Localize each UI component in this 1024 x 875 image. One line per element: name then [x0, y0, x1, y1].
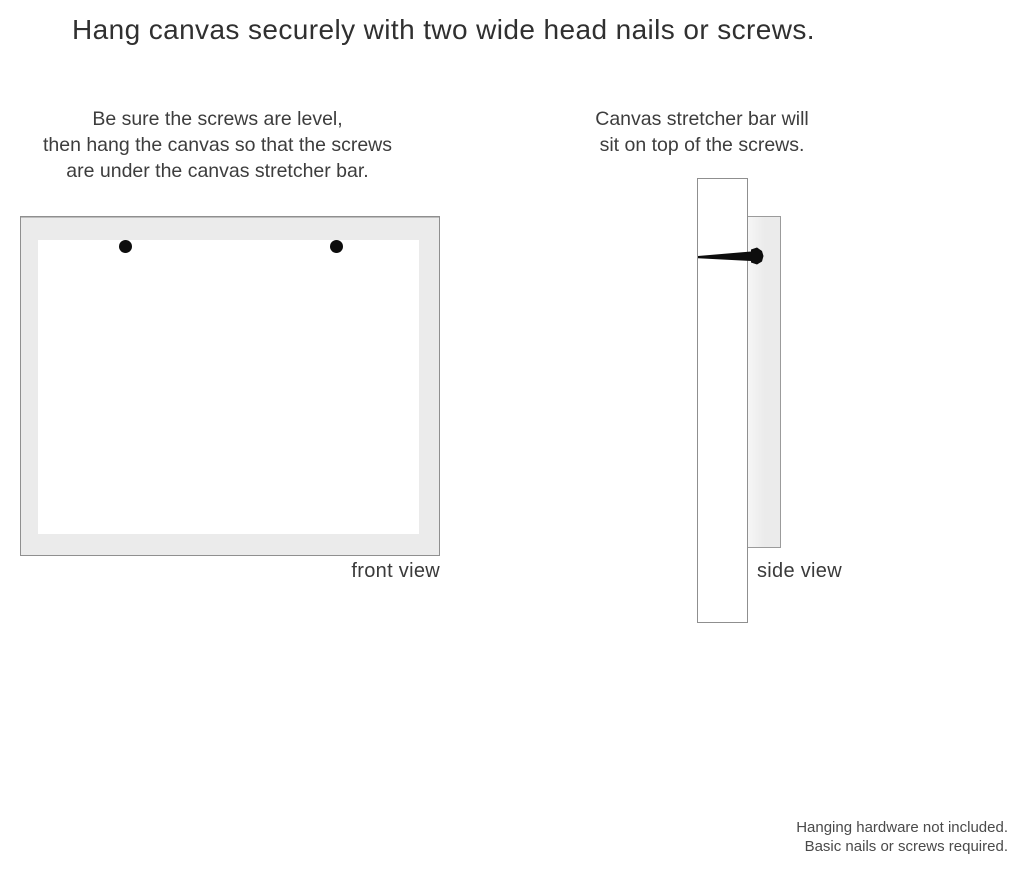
hardware-disclaimer: Hanging hardware not included. Basic nai…: [668, 818, 1008, 856]
page-title: Hang canvas securely with two wide head …: [72, 14, 815, 45]
nail-icon: [698, 247, 764, 265]
screw-head-icon: [119, 240, 132, 253]
disclaimer-line: Hanging hardware not included.: [796, 819, 1008, 836]
front-view-canvas-inner: [38, 240, 419, 534]
instruction-line: then hang the canvas so that the screws: [42, 134, 393, 156]
side-view-label: side view: [757, 560, 842, 582]
instruction-line: are under the canvas stretcher bar.: [66, 160, 369, 182]
front-view-label: front view: [351, 560, 440, 582]
side-view-stretcher-bar: [697, 178, 748, 623]
instruction-line: Canvas stretcher bar will: [595, 108, 809, 130]
front-view-instructions: Be sure the screws are level, then hang …: [10, 106, 425, 184]
front-view-canvas-frame: [20, 216, 440, 556]
screw-head-icon: [330, 240, 343, 253]
instruction-line: Be sure the screws are level,: [92, 108, 343, 130]
disclaimer-line: Basic nails or screws required.: [804, 838, 1008, 855]
instruction-line: sit on top of the screws.: [599, 134, 805, 156]
side-view-instructions: Canvas stretcher bar will sit on top of …: [557, 106, 847, 158]
